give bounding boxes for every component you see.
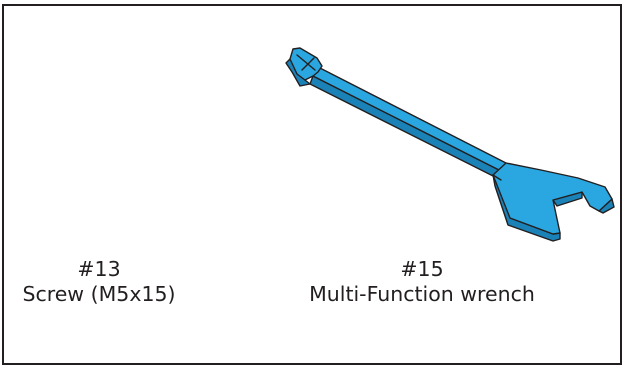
part-number: #15 [400,257,444,281]
part-name: Screw (M5x15) [22,282,176,306]
part-label-screw: #13 Screw (M5x15) [6,257,192,307]
part-number: #13 [77,257,121,281]
wrench-tip-slot-a [296,54,316,71]
wrench-head-edge [492,174,502,181]
wrench-tip-slot-b [301,57,315,71]
wrench-head-top [492,162,613,235]
wrench-shaft-top [312,66,507,173]
part-label-wrench: #15 Multi-Function wrench [308,257,536,307]
wrench-shaft-side [309,75,504,181]
part-name: Multi-Function wrench [309,282,535,306]
